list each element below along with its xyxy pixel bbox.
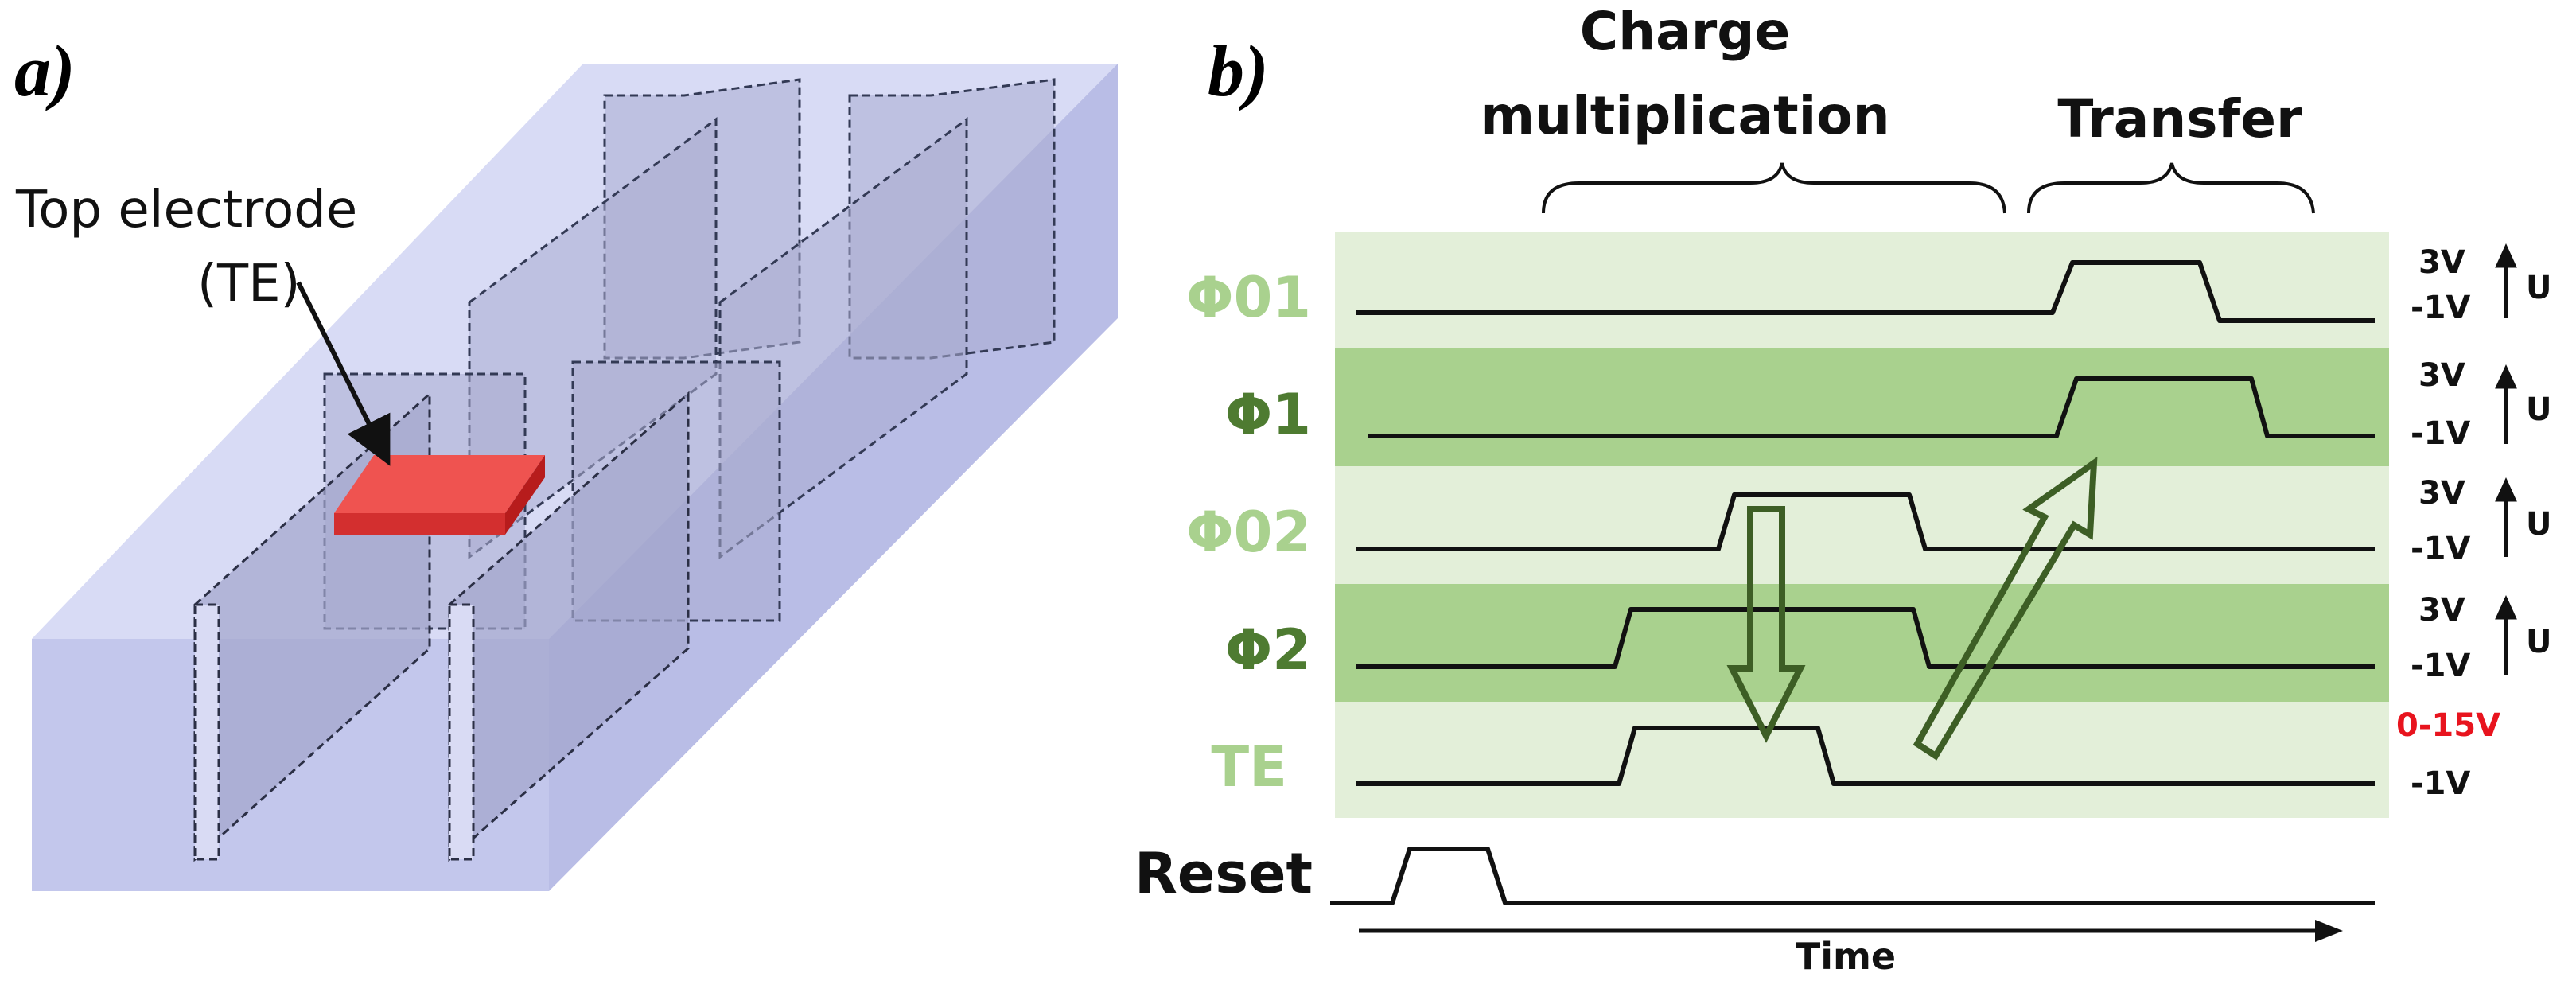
brace-charge bbox=[1542, 162, 2006, 214]
waveform-te bbox=[1356, 726, 2375, 786]
waveform-reset bbox=[1330, 847, 2375, 905]
top-electrode bbox=[334, 455, 545, 535]
phase-transfer: Transfer bbox=[2057, 88, 2302, 150]
u-arrowhead-phi02 bbox=[2495, 477, 2517, 502]
u-arrowhead-phi01 bbox=[2495, 243, 2517, 268]
u-label-phi02: U bbox=[2526, 506, 2551, 543]
top-electrode-side bbox=[505, 455, 545, 535]
phase-charge-line2: multiplication bbox=[1480, 85, 1889, 146]
electrode-pointer-arrow bbox=[296, 281, 391, 466]
panel-a-label: a) bbox=[14, 30, 76, 111]
electrode-label-line1: Top electrode bbox=[15, 181, 357, 239]
top-electrode-top bbox=[334, 455, 545, 513]
front-fin-1-edge bbox=[193, 603, 220, 861]
waveform-phi02 bbox=[1356, 492, 2375, 551]
back-pillar-2 bbox=[718, 117, 968, 559]
band-phi01 bbox=[1335, 232, 2389, 348]
panel-b: b) Charge multiplication Transfer Φ01 Φ1… bbox=[1134, 1, 2551, 978]
band-phi2 bbox=[1335, 584, 2389, 702]
low-voltage-te: -1V bbox=[2411, 765, 2470, 802]
high-voltage-phi2: 3V bbox=[2418, 592, 2465, 629]
low-voltage-phi02: -1V bbox=[2411, 531, 2470, 567]
transfer-up-arrow bbox=[1913, 456, 2098, 761]
band-te bbox=[1335, 702, 2389, 818]
high-voltage-phi1: 3V bbox=[2418, 357, 2465, 394]
waveform-phi1 bbox=[1368, 376, 2375, 438]
u-arrowhead-phi1 bbox=[2495, 364, 2517, 389]
waveform-phi01 bbox=[1356, 260, 2375, 323]
signal-name-phi1: Φ1 bbox=[1225, 382, 1311, 447]
waveform-phi2 bbox=[1356, 607, 2375, 669]
reset-label: Reset bbox=[1134, 841, 1313, 906]
low-voltage-phi2: -1V bbox=[2411, 648, 2470, 684]
signal-name-phi01: Φ01 bbox=[1186, 265, 1311, 330]
signal-name-te: TE bbox=[1211, 734, 1287, 800]
charge-down-arrow bbox=[1726, 506, 1806, 743]
low-voltage-phi1: -1V bbox=[2411, 415, 2470, 452]
panel-a: a) Top electro bbox=[14, 30, 1118, 891]
u-arrowhead-phi2 bbox=[2495, 594, 2517, 620]
electrode-label-line2: (TE) bbox=[197, 255, 300, 313]
high-voltage-phi02: 3V bbox=[2418, 475, 2465, 512]
u-label-phi2: U bbox=[2526, 624, 2551, 660]
time-axis-arrowhead bbox=[2315, 920, 2343, 942]
brace-transfer bbox=[2027, 162, 2315, 214]
u-label-phi01: U bbox=[2526, 270, 2551, 306]
signal-name-phi02: Φ02 bbox=[1186, 500, 1311, 565]
u-label-phi1: U bbox=[2526, 391, 2551, 428]
low-voltage-phi01: -1V bbox=[2411, 290, 2470, 326]
band-phi1 bbox=[1335, 348, 2389, 466]
panel-b-label: b) bbox=[1208, 30, 1269, 111]
high-voltage-te: 0-15V bbox=[2396, 707, 2500, 744]
signal-name-phi2: Φ2 bbox=[1225, 617, 1311, 683]
band-phi02 bbox=[1335, 466, 2389, 584]
top-electrode-front bbox=[334, 513, 505, 535]
front-fin-2-edge bbox=[448, 603, 475, 861]
front-fin-2-side bbox=[448, 391, 690, 862]
high-voltage-phi01: 3V bbox=[2418, 244, 2465, 281]
time-label: Time bbox=[1796, 935, 1896, 978]
phase-charge-line1: Charge bbox=[1580, 1, 1791, 62]
